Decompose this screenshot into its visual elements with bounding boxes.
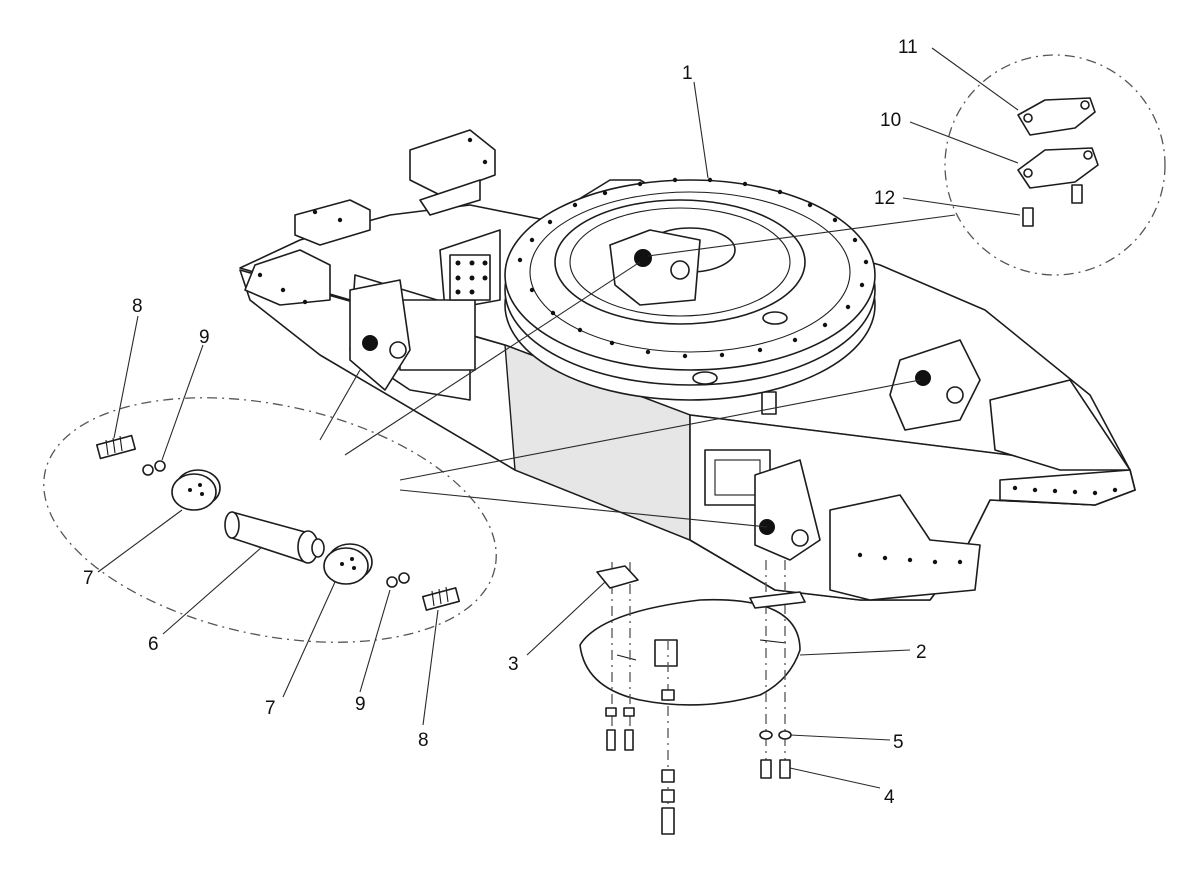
plate-7-right [323,543,373,585]
callout-2: 2 [916,642,927,663]
callout-9-top: 9 [199,327,210,348]
plate-7-left [171,469,221,511]
callout-3: 3 [508,654,519,675]
callout-1: 1 [682,63,693,84]
callout-11: 11 [898,37,918,58]
detail-callout-left [43,397,497,643]
callout-7-right: 7 [265,698,276,719]
callout-4: 4 [884,787,895,808]
callout-8-bottom: 8 [418,730,429,751]
callout-labels: 1 2 3 4 5 6 7 7 8 8 9 9 10 11 12 [83,37,927,808]
detail-callout-top-right [944,54,1166,276]
callout-9-bottom: 9 [355,694,366,715]
callout-10: 10 [880,110,901,131]
callout-12: 12 [874,188,895,209]
callout-6: 6 [148,634,159,655]
bottom-plate [579,560,806,835]
slewing-ring [504,177,876,401]
leader-lines [97,47,1021,789]
callout-8-top: 8 [132,296,143,317]
pin-6 [224,511,325,564]
bolt-8-left [96,434,136,460]
callout-5: 5 [893,732,904,753]
callout-7-left: 7 [83,568,94,589]
bolt-8-right [421,586,461,611]
cover-plates [1017,97,1099,227]
pin-assembly [96,434,461,611]
